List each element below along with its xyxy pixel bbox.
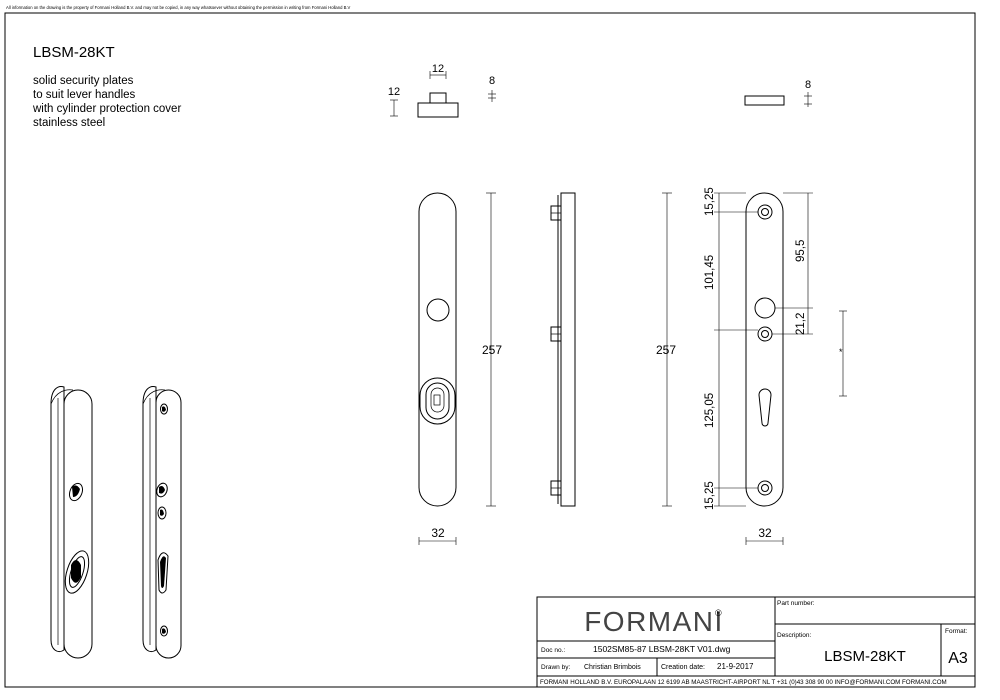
screw-hole-top bbox=[757, 204, 773, 220]
dim-handle-spacing: 21,2 bbox=[795, 313, 807, 335]
copyright-notice: All information on the drawing is the pr… bbox=[6, 5, 351, 10]
formani-logo: FORMANI bbox=[584, 606, 724, 637]
top-view-with-cover: 12 12 8 bbox=[388, 63, 496, 118]
side-view: 257 bbox=[550, 192, 676, 507]
top-view-back-plate-outline bbox=[744, 95, 785, 106]
creation-date-label: Creation date: bbox=[661, 664, 705, 671]
creation-date-value: 21-9-2017 bbox=[717, 662, 754, 671]
cylinder-cover-inner bbox=[425, 382, 450, 420]
description-line-3: with cylinder protection cover bbox=[32, 103, 181, 115]
dim-top-hole-margin: 15,25 bbox=[704, 187, 716, 216]
formani-logo-mark: ® bbox=[715, 608, 722, 618]
dim-back-width: 32 bbox=[758, 526, 772, 540]
cylinder-cover-slot bbox=[430, 387, 445, 413]
dim-asterisk: * bbox=[839, 347, 843, 357]
doc-no-label: Doc no.: bbox=[541, 647, 565, 654]
description-label: Description: bbox=[777, 632, 812, 639]
handle-hole bbox=[426, 298, 450, 322]
dim-to-handle-right: 95,5 bbox=[795, 240, 807, 262]
description-line-4: stainless steel bbox=[33, 117, 105, 129]
format-label: Format: bbox=[945, 628, 968, 635]
back-plate-outline bbox=[745, 192, 784, 507]
side-plate-outline bbox=[560, 192, 576, 507]
drawn-by-value: Christian Brimbois bbox=[584, 664, 641, 671]
description-line-1: solid security plates bbox=[33, 75, 134, 87]
side-bolt-bottom bbox=[550, 480, 562, 496]
perspective-back-plate bbox=[142, 386, 182, 659]
dim-bottom-hole-margin: 15,25 bbox=[704, 481, 716, 510]
description-value: LBSM-28KT bbox=[824, 648, 906, 665]
top-view-cover-knob bbox=[429, 92, 447, 104]
side-bolt-middle bbox=[550, 326, 562, 342]
screw-hole-bottom bbox=[757, 480, 773, 496]
front-plate-outline bbox=[418, 192, 457, 507]
dim-knob-height: 12 bbox=[388, 86, 400, 98]
drawn-by-label: Drawn by: bbox=[541, 664, 570, 671]
screw-hole-middle bbox=[757, 326, 773, 342]
dim-top-thickness: 8 bbox=[489, 75, 495, 87]
spindle-hole bbox=[754, 297, 776, 319]
dim-to-handle: 101,45 bbox=[704, 255, 716, 290]
doc-no-value: 1502SM85-87 LBSM-28KT V01.dwg bbox=[593, 644, 731, 654]
top-view-plate bbox=[417, 102, 459, 118]
dim-to-cylinder: 125,05 bbox=[704, 393, 716, 428]
cylinder-cover-tab bbox=[433, 394, 441, 406]
dim-knob-width: 12 bbox=[432, 63, 444, 75]
dim-front-height: 257 bbox=[482, 343, 502, 357]
title-block: FORMANI ® Part number: Description: LBSM… bbox=[536, 596, 976, 688]
product-code-heading: LBSM-28KT bbox=[33, 44, 115, 61]
company-footer: FORMANI HOLLAND B.V. EUROPALAAN 12 6199 … bbox=[540, 679, 947, 686]
back-view: 15,25 101,45 125,05 15,25 95,5 21,2 * 32 bbox=[704, 187, 847, 545]
part-number-label: Part number: bbox=[777, 600, 815, 607]
sheet-border bbox=[4, 12, 976, 688]
perspective-front-plate bbox=[50, 386, 93, 659]
cylinder-cutout bbox=[758, 388, 772, 427]
format-value: A3 bbox=[948, 650, 968, 667]
side-bolt-top bbox=[550, 205, 562, 221]
cylinder-cover-outer bbox=[419, 377, 456, 425]
description-line-2: to suit lever handles bbox=[33, 89, 136, 101]
top-view-back-plate: 8 bbox=[744, 79, 812, 107]
dim-top-right-thickness: 8 bbox=[805, 79, 811, 91]
dim-front-width: 32 bbox=[431, 526, 445, 540]
front-view: 257 32 bbox=[418, 192, 502, 545]
dim-side-height: 257 bbox=[656, 343, 676, 357]
